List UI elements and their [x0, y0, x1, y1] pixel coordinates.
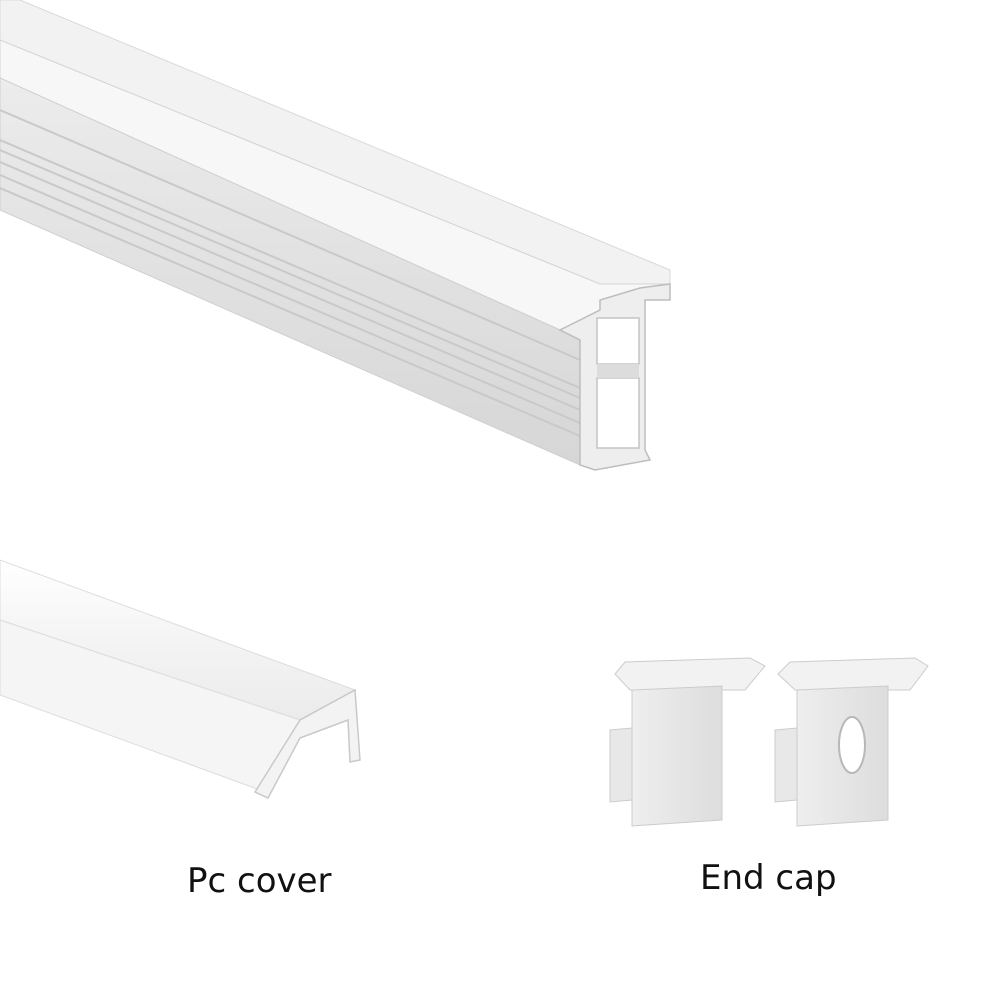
- end-cap-left: [609, 657, 766, 827]
- profile-grooves: [0, 109, 581, 437]
- profile-channel-lower: [596, 377, 640, 449]
- profile-channel-upper: [596, 317, 640, 365]
- aluminum-profile-illustration: [0, 0, 671, 471]
- pc-cover-end: [253, 688, 361, 799]
- end-cap-illustration: [609, 657, 929, 827]
- end-cap-hole: [838, 716, 866, 774]
- pc-cover-label: Pc cover: [187, 861, 332, 901]
- end-cap-label: End cap: [700, 858, 837, 898]
- end-cap-right: [774, 657, 929, 827]
- pc-cover-illustration: [0, 559, 361, 799]
- profile-channel-divider: [597, 364, 639, 378]
